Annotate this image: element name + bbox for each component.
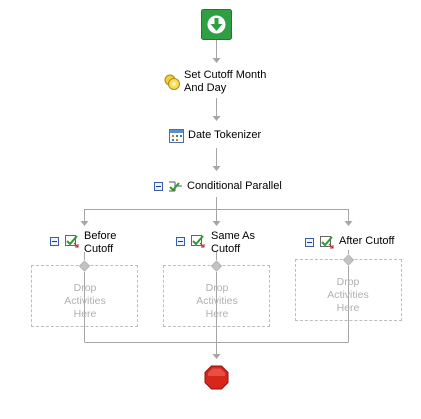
- activity-date-tokenizer-label: Date Tokenizer: [188, 129, 262, 141]
- collapse-toggle-icon[interactable]: [305, 238, 314, 247]
- collapse-toggle-icon[interactable]: [176, 237, 185, 246]
- drop-text-line: Here: [73, 308, 97, 320]
- branch-activity-icon: [190, 233, 206, 252]
- drop-zone-branch-2[interactable]: [163, 265, 270, 327]
- arrowhead: [212, 116, 221, 121]
- label-line-1: Same As: [211, 230, 256, 242]
- drop-zone-text: Drop Activities Here: [191, 282, 243, 321]
- stop-octagon-icon: [204, 365, 229, 390]
- drop-diamond: [78, 260, 91, 272]
- drop-diamond: [210, 260, 223, 272]
- drop-diamond: [342, 254, 355, 266]
- label-line-2: And Day: [184, 82, 227, 94]
- label-line-2: Cutoff: [211, 243, 241, 255]
- arrowhead: [212, 166, 221, 171]
- branch-activity-icon: [319, 234, 335, 253]
- arrowhead: [212, 354, 221, 359]
- branch-before-cutoff-label: Before Cutoff: [84, 230, 116, 256]
- parallel-activity-icon: [167, 178, 184, 198]
- activity-set-cutoff[interactable]: Set Cutoff Month And Day: [164, 69, 274, 99]
- end-node[interactable]: [204, 365, 229, 390]
- branch-same-as-cutoff-label: Same As Cutoff: [211, 230, 255, 256]
- drop-zone-branch-3[interactable]: [295, 259, 402, 321]
- drop-text-line: Drop: [336, 276, 360, 288]
- drop-text-line: Activities: [64, 295, 106, 307]
- collapse-toggle-icon[interactable]: [154, 182, 163, 191]
- label-line-1: Before: [84, 230, 117, 242]
- label-line-1: Set Cutoff Month: [184, 69, 267, 81]
- arrowhead: [212, 221, 221, 226]
- arrowhead: [80, 221, 89, 226]
- branch-before-cutoff[interactable]: Before Cutoff: [50, 230, 130, 256]
- drop-text-line: Activities: [327, 289, 369, 301]
- code-activity-icon: [164, 74, 181, 94]
- start-arrow-down-icon: [201, 9, 232, 40]
- branch-activity-icon: [64, 233, 80, 252]
- drop-zone-text: Drop Activities Here: [59, 282, 111, 321]
- drop-text-line: Drop: [73, 282, 97, 294]
- activity-set-cutoff-label: Set Cutoff Month And Day: [184, 69, 266, 95]
- drop-text-line: Here: [336, 302, 360, 314]
- branch-same-as-cutoff[interactable]: Same As Cutoff: [176, 230, 266, 256]
- drop-zone-text: Drop Activities Here: [322, 276, 374, 315]
- start-node[interactable]: [201, 9, 232, 40]
- drop-zone-branch-1[interactable]: [31, 265, 138, 327]
- activity-conditional-parallel[interactable]: Conditional Parallel: [154, 178, 284, 195]
- drop-text-line: Activities: [196, 295, 238, 307]
- drop-text-line: Drop: [205, 282, 229, 294]
- arrowhead: [344, 221, 353, 226]
- activity-conditional-parallel-label: Conditional Parallel: [187, 180, 282, 192]
- activity-date-tokenizer[interactable]: Date Tokenizer: [169, 128, 269, 144]
- label-line-2: Cutoff: [84, 243, 114, 255]
- drop-text-line: Here: [205, 308, 229, 320]
- calendar-activity-icon: [169, 128, 185, 147]
- branch-after-cutoff[interactable]: After Cutoff: [305, 234, 415, 250]
- arrowhead: [212, 58, 221, 63]
- branch-after-cutoff-label: After Cutoff: [339, 235, 395, 247]
- collapse-toggle-icon[interactable]: [50, 237, 59, 246]
